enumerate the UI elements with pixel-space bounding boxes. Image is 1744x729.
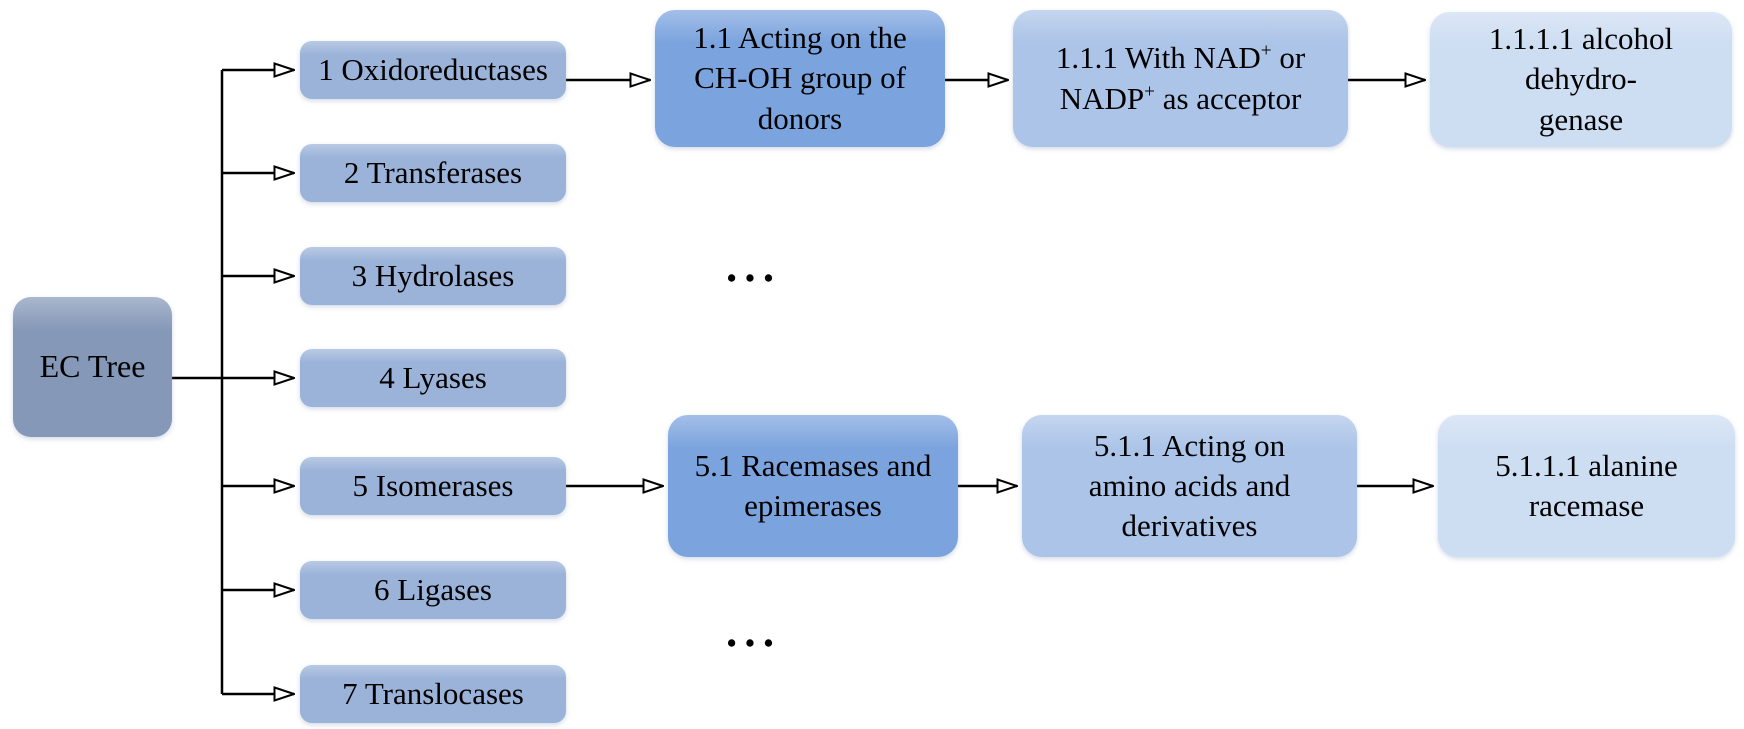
class-label: 4 Lyases: [379, 359, 487, 395]
superscript-plus: +: [1144, 81, 1155, 103]
node-subsubclass-1-1-1: 1.1.1 With NAD+ or NADP+ as acceptor: [1013, 10, 1348, 147]
node-label-line: racemase: [1528, 488, 1645, 523]
node-subclass-5-1: 5.1 Racemases and epimerases: [668, 415, 958, 557]
node-subsubclass-5-1-1: 5.1.1 Acting on amino acids and derivati…: [1022, 415, 1357, 557]
node-label-line: derivatives: [1121, 508, 1258, 544]
node-label-line: epimerases: [744, 488, 882, 523]
node-label-line: donors: [757, 100, 843, 136]
node-label-line: genase: [1538, 101, 1624, 137]
node-root-ec-tree: EC Tree: [13, 297, 172, 437]
label-segment: as acceptor: [1154, 80, 1302, 116]
node-enzyme-1-1-1-1: 1.1.1.1 alcohol dehydro- genase: [1430, 12, 1732, 147]
node-label-line: dehydro-: [1525, 61, 1637, 97]
node-label-line: 5.1.1.1 alanine: [1495, 447, 1678, 483]
node-label-line: CH-OH group of: [694, 60, 906, 96]
node-label-line: NADP+ as acceptor: [1056, 79, 1305, 119]
node-class-2: 2 Transferases: [300, 144, 566, 202]
node-class-3: 3 Hydrolases: [300, 247, 566, 305]
node-label-line: 5.1.1 Acting on: [1093, 427, 1286, 463]
node-label-line: 1.1.1.1 alcohol: [1488, 21, 1674, 57]
superscript-plus: +: [1260, 40, 1272, 62]
class-label: 2 Transferases: [343, 154, 523, 190]
root-label: EC Tree: [39, 348, 146, 385]
ellipsis-top: •••: [726, 262, 783, 293]
class-label: 6 Ligases: [374, 571, 492, 607]
node-subclass-1-1: 1.1 Acting on the CH-OH group of donors: [655, 10, 945, 147]
node-label-line: 1.1 Acting on the: [693, 20, 907, 56]
node-class-7: 7 Translocases: [300, 665, 566, 723]
label-segment: NADP: [1059, 80, 1145, 116]
node-label-line: 1.1.1 With NAD+ or: [1056, 38, 1305, 78]
class-label: 1 Oxidoreductases: [318, 51, 548, 87]
node-label-line: 5.1 Racemases and: [694, 447, 932, 483]
node-class-5: 5 Isomerases: [300, 457, 566, 515]
node-class-4: 4 Lyases: [300, 349, 566, 407]
label-segment: 1.1.1 With NAD: [1055, 40, 1261, 76]
node-class-6: 6 Ligases: [300, 561, 566, 619]
node-enzyme-5-1-1-1: 5.1.1.1 alanine racemase: [1438, 415, 1735, 557]
label-segment: or: [1271, 40, 1306, 76]
class-label: 7 Translocases: [342, 675, 524, 711]
ellipsis-bottom: •••: [726, 627, 783, 658]
class-label: 3 Hydrolases: [351, 257, 515, 293]
class-label: 5 Isomerases: [352, 467, 514, 503]
node-label-line: amino acids and: [1088, 467, 1291, 503]
node-class-1: 1 Oxidoreductases: [300, 41, 566, 99]
